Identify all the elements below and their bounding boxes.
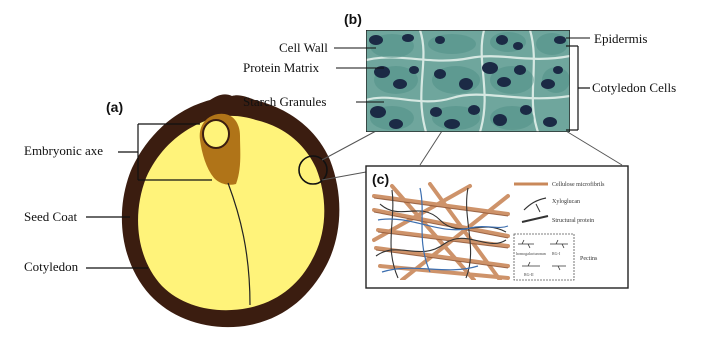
label-epidermis: Epidermis — [594, 31, 647, 46]
label-cotyledon-cells: Cotyledon Cells — [592, 80, 676, 95]
legend-cellulose: Cellulose microfibrils — [552, 181, 605, 188]
label-protein-matrix: Protein Matrix — [243, 60, 320, 75]
zoom-line-c-top — [420, 131, 442, 165]
panel-b-tag: (b) — [344, 11, 362, 27]
pectin-sublabel-3: RG-II — [524, 272, 534, 277]
panel-c-tag: (c) — [372, 171, 389, 187]
legend-xyloglucan: Xyloglucan — [552, 199, 580, 205]
zoom-line-b — [322, 131, 376, 160]
pectin-sublabel-2: RG-I — [552, 251, 561, 256]
label-embryonic-axe: Embryonic axe — [24, 143, 103, 158]
label-cell-wall: Cell Wall — [279, 40, 328, 55]
legend-pectins: Pectins — [580, 256, 598, 262]
cell-wall-model-panel: (c) — [366, 166, 628, 288]
seed-illustration — [122, 94, 339, 327]
zoom-line-b-right — [566, 131, 622, 165]
label-starch-granules: Starch Granules — [243, 94, 326, 109]
label-cotyledon: Cotyledon — [24, 259, 79, 274]
embryo-tip — [203, 120, 229, 148]
panel-a-tag: (a) — [106, 99, 123, 115]
legend-structural-protein: Structural protein — [552, 218, 594, 224]
micrograph — [366, 30, 570, 132]
pectin-sublabel-1: homogalacturonan — [516, 251, 546, 256]
label-seed-coat: Seed Coat — [24, 209, 77, 224]
